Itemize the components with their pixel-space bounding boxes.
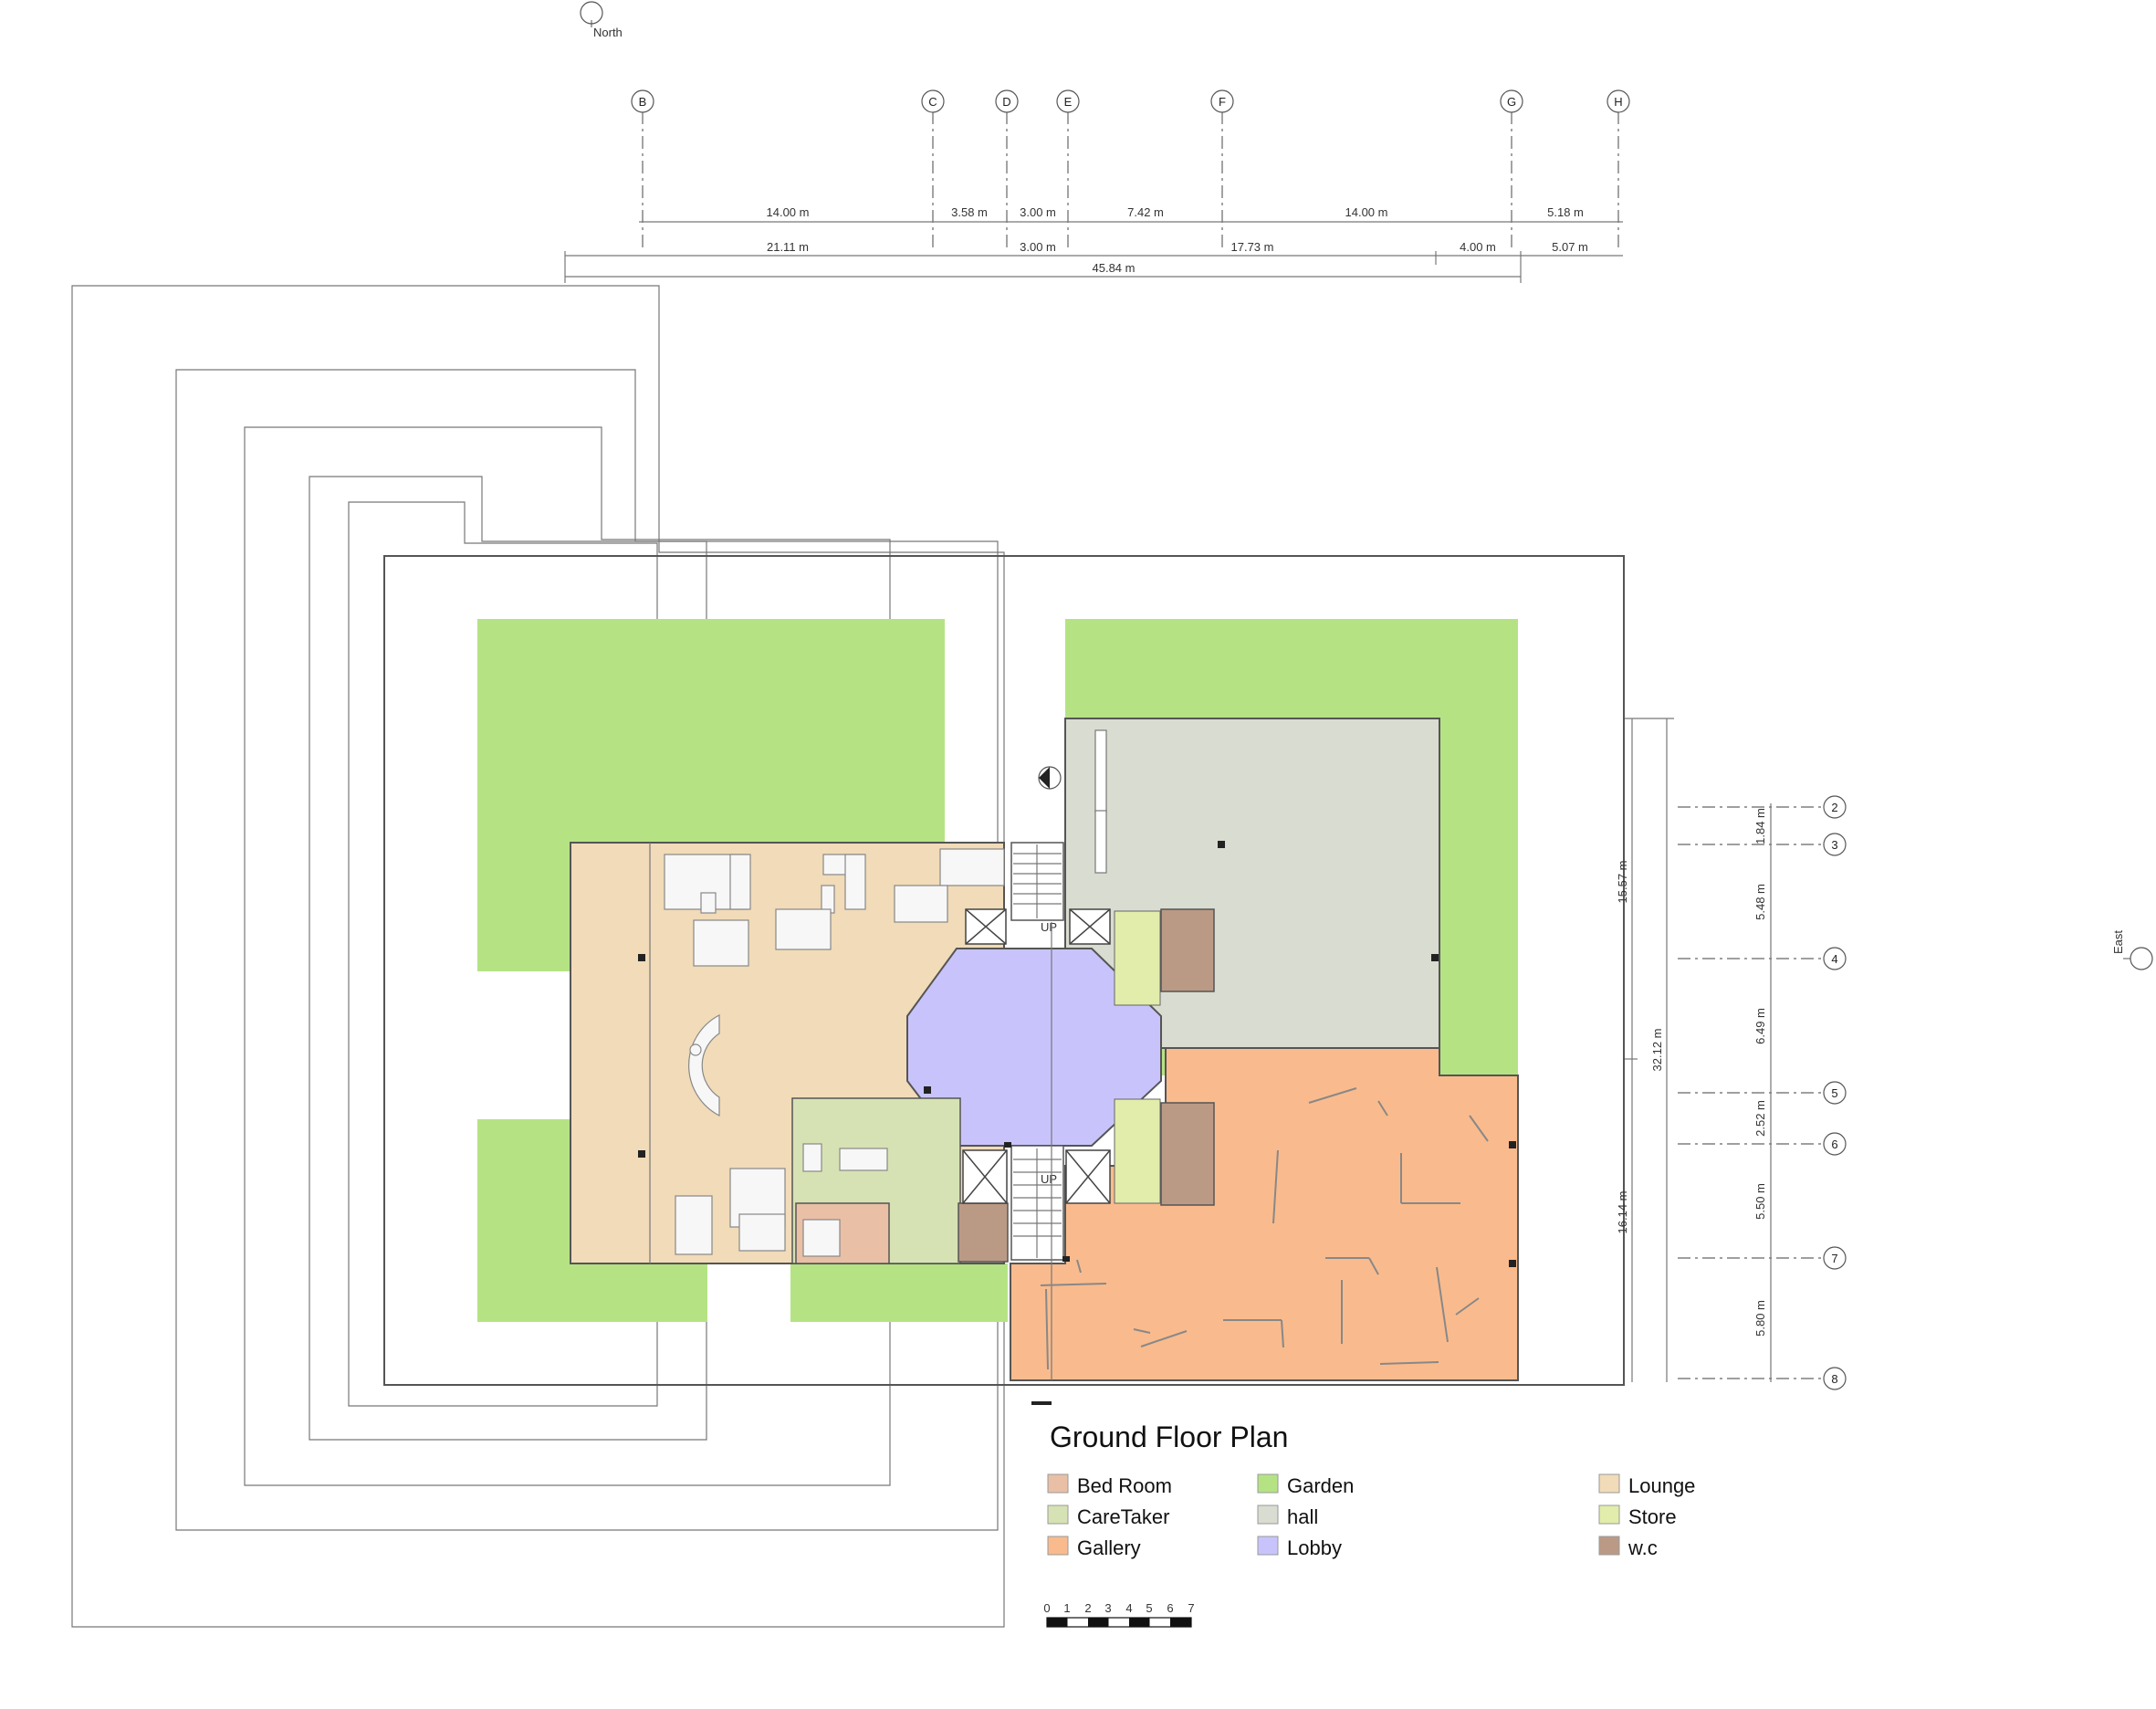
dim-right-outer-1: 15.57 m [1616, 861, 1629, 904]
stair-up-label-north: UP [1041, 920, 1057, 934]
dim-right-1: 1.84 m [1753, 808, 1767, 844]
dim-top-1: 14.00 m [767, 205, 810, 219]
legend-garden-label: Garden [1287, 1474, 1354, 1497]
dim-mid-5: 5.07 m [1552, 240, 1588, 254]
room-store-south [1114, 1098, 1161, 1204]
room-wc-north [1160, 908, 1215, 992]
legend-caretaker-label: CareTaker [1077, 1505, 1169, 1528]
grid-row-8: 8 [1831, 1372, 1837, 1386]
entrance-marker [1031, 1401, 1052, 1405]
scale-tick-1: 1 [1063, 1601, 1070, 1615]
legend-lounge-label: Lounge [1628, 1474, 1695, 1497]
dim-mid-4: 4.00 m [1460, 240, 1496, 254]
grid-col-c: C [928, 95, 937, 109]
room-wc-caretaker [958, 1202, 1009, 1263]
dim-right-outer-2: 16.14 m [1616, 1191, 1629, 1234]
right-dimensions: 1.84 m 5.48 m 6.49 m 2.52 m 5.50 m 5.80 … [1616, 718, 1772, 1382]
grid-col-b: B [639, 95, 647, 109]
legend: Bed Room CareTaker Gallery Garden hall L… [1047, 1473, 1695, 1559]
lounge-furniture [664, 848, 1005, 1257]
legend-lobby-label: Lobby [1287, 1536, 1342, 1559]
dim-mid-3: 17.73 m [1231, 240, 1274, 254]
dim-mid-2: 3.00 m [1020, 240, 1056, 254]
grid-col-d: D [1002, 95, 1010, 109]
scale-bar: 0 1 2 3 4 5 6 7 [1043, 1601, 1195, 1628]
legend-hall-label: hall [1287, 1505, 1318, 1528]
lift-shafts [962, 908, 1111, 1204]
stair-up-label-south: UP [1041, 1172, 1057, 1186]
dim-top-5: 14.00 m [1345, 205, 1388, 219]
plan-title: Ground Floor Plan [1050, 1421, 1288, 1453]
dim-right-6: 5.80 m [1753, 1300, 1767, 1337]
legend-store-label: Store [1628, 1505, 1677, 1528]
grid-row-4: 4 [1831, 952, 1837, 966]
circulation: UP UP [649, 842, 1111, 1380]
dim-total-width: 45.84 m [1093, 261, 1136, 275]
top-dimensions: 14.00 m 3.58 m 3.00 m 7.42 m 14.00 m 5.1… [564, 205, 1623, 283]
scale-tick-5: 5 [1146, 1601, 1152, 1615]
grid-col-h: H [1614, 95, 1622, 109]
dim-mid-1: 21.11 m [767, 240, 809, 254]
east-marker: East [2111, 930, 2153, 970]
dim-top-2: 3.58 m [951, 205, 988, 219]
scale-tick-3: 3 [1104, 1601, 1111, 1615]
dim-right-3: 6.49 m [1753, 1008, 1767, 1044]
scale-tick-0: 0 [1043, 1601, 1050, 1615]
dim-right-2: 5.48 m [1753, 884, 1767, 920]
grid-row-2: 2 [1831, 801, 1837, 814]
grid-row-7: 7 [1831, 1252, 1837, 1265]
scale-tick-6: 6 [1167, 1601, 1173, 1615]
north-label: North [593, 26, 623, 39]
grid-row-3: 3 [1831, 838, 1837, 852]
grid-columns: B C D E F G H [631, 89, 1630, 251]
room-wc-south [1160, 1102, 1215, 1206]
scale-tick-2: 2 [1084, 1601, 1091, 1615]
grid-row-6: 6 [1831, 1138, 1837, 1151]
north-marker: North [580, 1, 623, 39]
grid-rows: 2 3 4 5 6 7 8 [1678, 795, 1847, 1390]
grid-col-g: G [1507, 95, 1516, 109]
legend-wc-label: w.c [1627, 1536, 1658, 1559]
dim-top-4: 7.42 m [1127, 205, 1164, 219]
room-store-north [1114, 910, 1161, 1006]
grid-col-e: E [1064, 95, 1073, 109]
dim-right-4: 2.52 m [1753, 1100, 1767, 1137]
section-marker [1038, 766, 1062, 790]
site-outlines [71, 285, 1625, 1628]
scale-tick-4: 4 [1125, 1601, 1132, 1615]
rooms [570, 718, 1519, 1381]
gallery-partitions [1040, 1087, 1489, 1370]
dim-right-5: 5.50 m [1753, 1183, 1767, 1220]
grid-col-f: F [1219, 95, 1226, 109]
structural-columns [638, 841, 1516, 1267]
grid-row-5: 5 [1831, 1086, 1837, 1100]
legend-bedroom-label: Bed Room [1077, 1474, 1172, 1497]
garden-s [790, 1263, 1008, 1322]
hall-panels [1094, 729, 1107, 874]
scale-tick-7: 7 [1188, 1601, 1194, 1615]
dim-top-6: 5.18 m [1547, 205, 1584, 219]
east-label: East [2111, 930, 2125, 954]
dim-total-height: 32.12 m [1650, 1029, 1664, 1072]
dim-top-3: 3.00 m [1020, 205, 1056, 219]
legend-gallery-label: Gallery [1077, 1536, 1141, 1559]
